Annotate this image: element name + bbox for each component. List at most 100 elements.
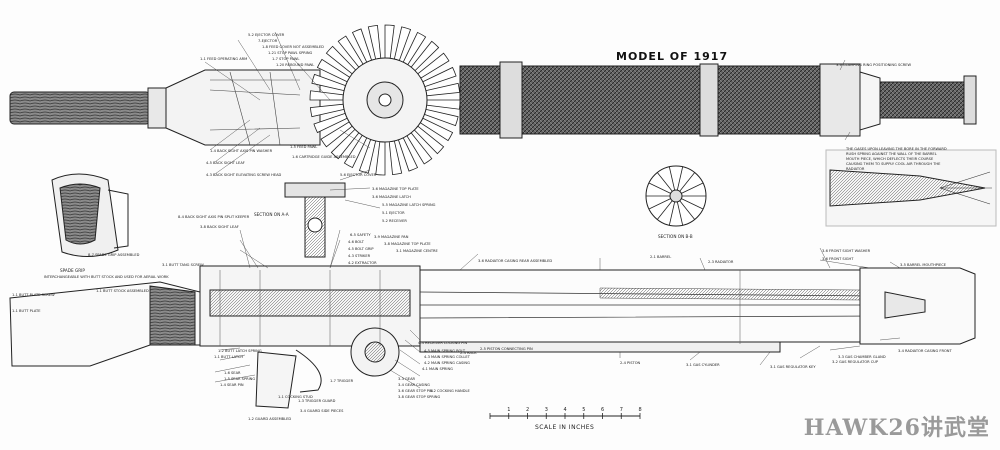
part-label: 1-8 FEED COVER NOT ASSEMBLED (262, 45, 324, 49)
section-aa-label: SECTION ON A-A (254, 212, 289, 217)
part-label: 1-5 FEED PAWL (290, 145, 317, 149)
magazine-fin (393, 26, 412, 62)
magazine-fin (313, 112, 348, 134)
section-bb-spoke (668, 201, 676, 226)
magazine-fin (388, 140, 403, 176)
section-bb-spoke (676, 166, 684, 191)
part-label: 1-3 TRIGGER GUARD (298, 399, 336, 403)
part-label: 3-8 BACK SIGHT LEAF (200, 225, 239, 229)
section-bb-view (645, 165, 707, 227)
magazine-fin (417, 52, 450, 79)
top-magazine (309, 24, 461, 176)
part-label: 3-4 GEAR CASING (398, 383, 430, 387)
top-view (9, 24, 977, 176)
receiver-inner (209, 289, 411, 317)
part-label: 3-1 GAS CYLINDER (686, 363, 720, 367)
part-label: 3-1 MAGAZINE CENTRE (396, 249, 439, 253)
section-bb-label: SECTION ON B-B (658, 234, 693, 239)
top-front-cap (963, 75, 977, 125)
part-label: 3-6 FRONT SIGHT WASHER (822, 249, 871, 253)
part-label: 1-1 COCKING STUD (278, 395, 313, 399)
part-label: 4-5 BACK SIGHT LEAF (206, 161, 245, 165)
scale-tick-label: 7 (620, 407, 623, 413)
magazine-fin (309, 103, 345, 118)
gear-centre (364, 341, 386, 363)
scale-tick-label: 3 (545, 407, 548, 413)
spade-grip-note: INTERCHANGEABLE WITH BUTT STOCK AND USED… (44, 275, 169, 279)
magazine-fin (316, 58, 351, 83)
part-label: 3-4 RADIATOR CASING FRONT (898, 349, 952, 353)
part-label: 1-2 GUARD ASSEMBLED (248, 417, 291, 421)
part-label: 3-8 MAGAZINE TOP PLATE (384, 242, 431, 246)
section-bb-spoke (648, 198, 671, 210)
part-label: 1-1 BUTT PLATE SCREW (12, 293, 55, 297)
part-label: 3-5 BARREL MOUTHPIECE (900, 263, 947, 267)
part-label: 4-3 BACK SIGHT ELEVATING SCREW HEAD (206, 173, 282, 177)
part-label: 4-6 BOLT (348, 240, 365, 244)
top-casing-ring-1 (499, 61, 523, 139)
gas-detail-view (825, 149, 997, 227)
part-label: 3-3 GEAR (398, 377, 416, 381)
magazine-fin (422, 66, 457, 88)
top-front-tube (879, 81, 971, 119)
section-bb-spoke (656, 172, 673, 192)
part-label: 4-2 EXTRACTOR (348, 261, 377, 265)
magazine-fin (343, 134, 368, 169)
magazine-fin (423, 108, 459, 127)
part-label: 1-6 CARTRIDGE GUIDE ASSEMBLED (292, 155, 356, 159)
magazine-fin (425, 82, 461, 97)
part-label: 1-7 TRIGGER (330, 379, 354, 383)
part-label: 1-4 SEAR PIN (220, 383, 244, 387)
part-label: 2-4 PISTON (620, 361, 641, 365)
magazine-fin (397, 137, 419, 172)
section-bb-spoke (681, 182, 704, 194)
trigger-guard (295, 349, 322, 393)
part-label: 3-9 MAGAZINE PAN (374, 235, 409, 239)
side-details (219, 270, 741, 346)
part-label: 2-4 RACK (460, 351, 477, 355)
magazine-fin (337, 35, 364, 68)
top-muzzle (859, 71, 881, 131)
part-label: 4-2 COCKING HANDLE (430, 389, 471, 393)
part-label: 8-4 BACK SIGHT AXIS PIN SPLIT KEEPER (178, 215, 250, 219)
magazine-fin (410, 40, 440, 72)
part-label: 3-4 GUARD SIDE PIECES (300, 409, 344, 413)
scale-label: SCALE IN INCHES (535, 424, 595, 431)
part-label: 3-6 MAGAZINE TOP PLATE (372, 187, 419, 191)
spade-grip-view (51, 173, 129, 257)
top-receiver-detail (209, 71, 301, 146)
part-label: 4-5 BOLT GRIP (348, 247, 374, 251)
part-label: 7-EJECTOR (258, 39, 278, 43)
part-label: 3-6 FRONT SIGHT (822, 257, 854, 261)
gas-detail-cone (829, 169, 986, 207)
section-bb-spoke (681, 198, 704, 210)
part-label: 1-6 SEAR (224, 371, 241, 375)
magazine-fin (406, 132, 433, 165)
part-label: 3-6 RADIATOR CASING REAR ASSEMBLED (478, 259, 552, 263)
part-label: 4-2 MAIN SPRING CASING (424, 361, 470, 365)
section-aa-view (284, 182, 346, 258)
part-label: 3-1 BUTT TANG SCREW (162, 263, 204, 267)
part-label: 5-6 EJECTOR COVER (340, 173, 377, 177)
scale-tick-label: 8 (639, 407, 642, 413)
magazine-fin (358, 138, 377, 174)
part-label: 3-6 CLAMPING RING POSITIONING SCREW (836, 63, 912, 67)
section-bb-spoke (668, 166, 676, 191)
part-label: 1-5 SEAR SPRING (224, 377, 255, 381)
spade-grip-label: SPADE GRIP (60, 268, 85, 273)
part-label: 5-2 RECEIVER (382, 219, 407, 223)
part-label: 1-1 BUTT PLATE (12, 309, 41, 313)
leader-lines (204, 31, 901, 389)
radiator-casing (419, 269, 861, 343)
drawing-title: MODEL OF 1917 (616, 50, 729, 63)
part-label: 3-6 MAGAZINE LATCH (372, 195, 411, 199)
part-label: 6-5 SAFETY (350, 233, 371, 237)
part-label: 2-3 RADIATOR (708, 260, 734, 264)
section-bb-spoke (656, 200, 673, 220)
part-label: 1-1 BUTT STOCK ASSEMBLED (96, 289, 149, 293)
pistol-grip (255, 351, 297, 409)
part-label: 2-5 PISTON CONNECTING PIN (480, 347, 533, 351)
